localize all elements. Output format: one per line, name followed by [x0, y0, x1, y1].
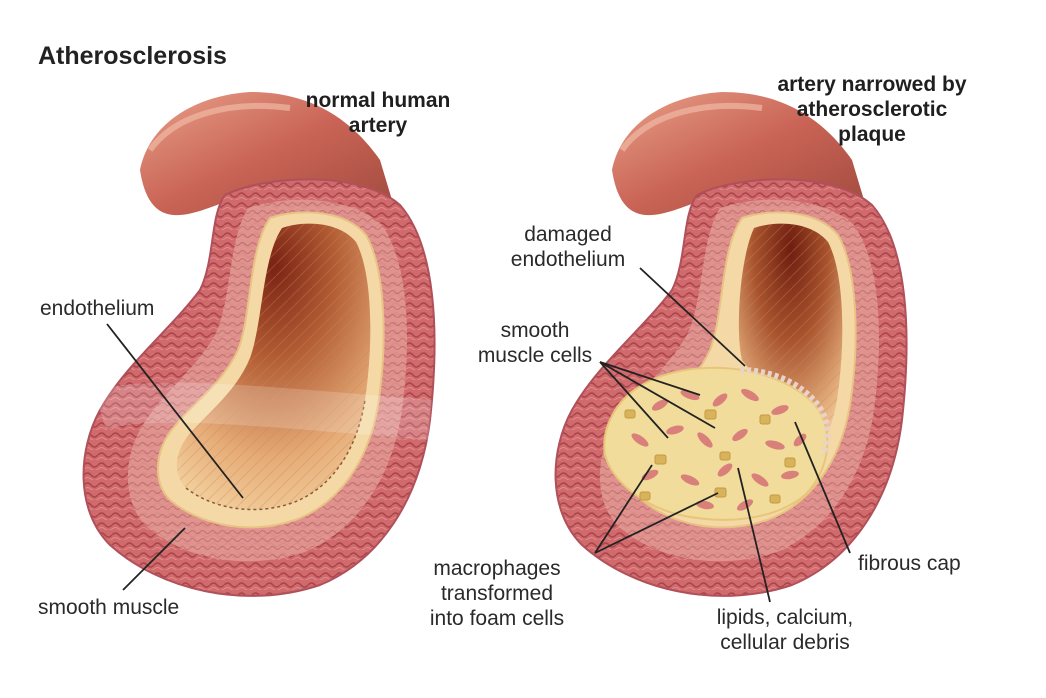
fibrous-cap — [739, 367, 831, 457]
label-lipids-line-2: cellular debris — [720, 631, 850, 654]
label-macrophages: macrophages transformed into foam cells — [412, 556, 582, 631]
normal-heading-line-2: artery — [348, 114, 408, 137]
page-title: Atherosclerosis — [38, 42, 227, 70]
label-macrophages-line-2: transformed — [440, 582, 554, 605]
label-smooth-muscle: smooth muscle — [38, 596, 180, 619]
label-damaged-endothelium-line-1: damaged — [524, 223, 612, 246]
label-macrophages-line-1: macrophages — [433, 557, 561, 580]
label-smooth-muscle-cells: smooth muscle cells — [470, 318, 600, 368]
label-smooth-muscle-cells-line-2: muscle cells — [477, 344, 593, 367]
normal-artery — [82, 92, 436, 597]
label-macrophages-line-3: into foam cells — [429, 607, 565, 630]
label-smooth-muscle-cells-line-1: smooth — [500, 319, 570, 342]
narrowed-heading-line-2: atherosclerotic — [796, 98, 948, 121]
narrowed-heading-line-1: artery narrowed by — [777, 73, 967, 96]
label-fibrous-cap: fibrous cap — [858, 552, 961, 575]
narrowed-artery — [554, 92, 908, 597]
label-damaged-endothelium: damaged endothelium — [498, 222, 638, 272]
normal-heading-line-1: normal human — [305, 89, 451, 112]
label-lipids: lipids, calcium, cellular debris — [700, 605, 870, 655]
normal-artery-heading: normal human artery — [288, 88, 468, 138]
label-lipids-line-1: lipids, calcium, — [716, 606, 854, 629]
narrowed-heading-line-3: plaque — [838, 123, 906, 146]
narrowed-artery-heading: artery narrowed by atherosclerotic plaqu… — [752, 72, 992, 147]
label-endothelium: endothelium — [40, 297, 155, 320]
label-damaged-endothelium-line-2: endothelium — [510, 248, 626, 271]
